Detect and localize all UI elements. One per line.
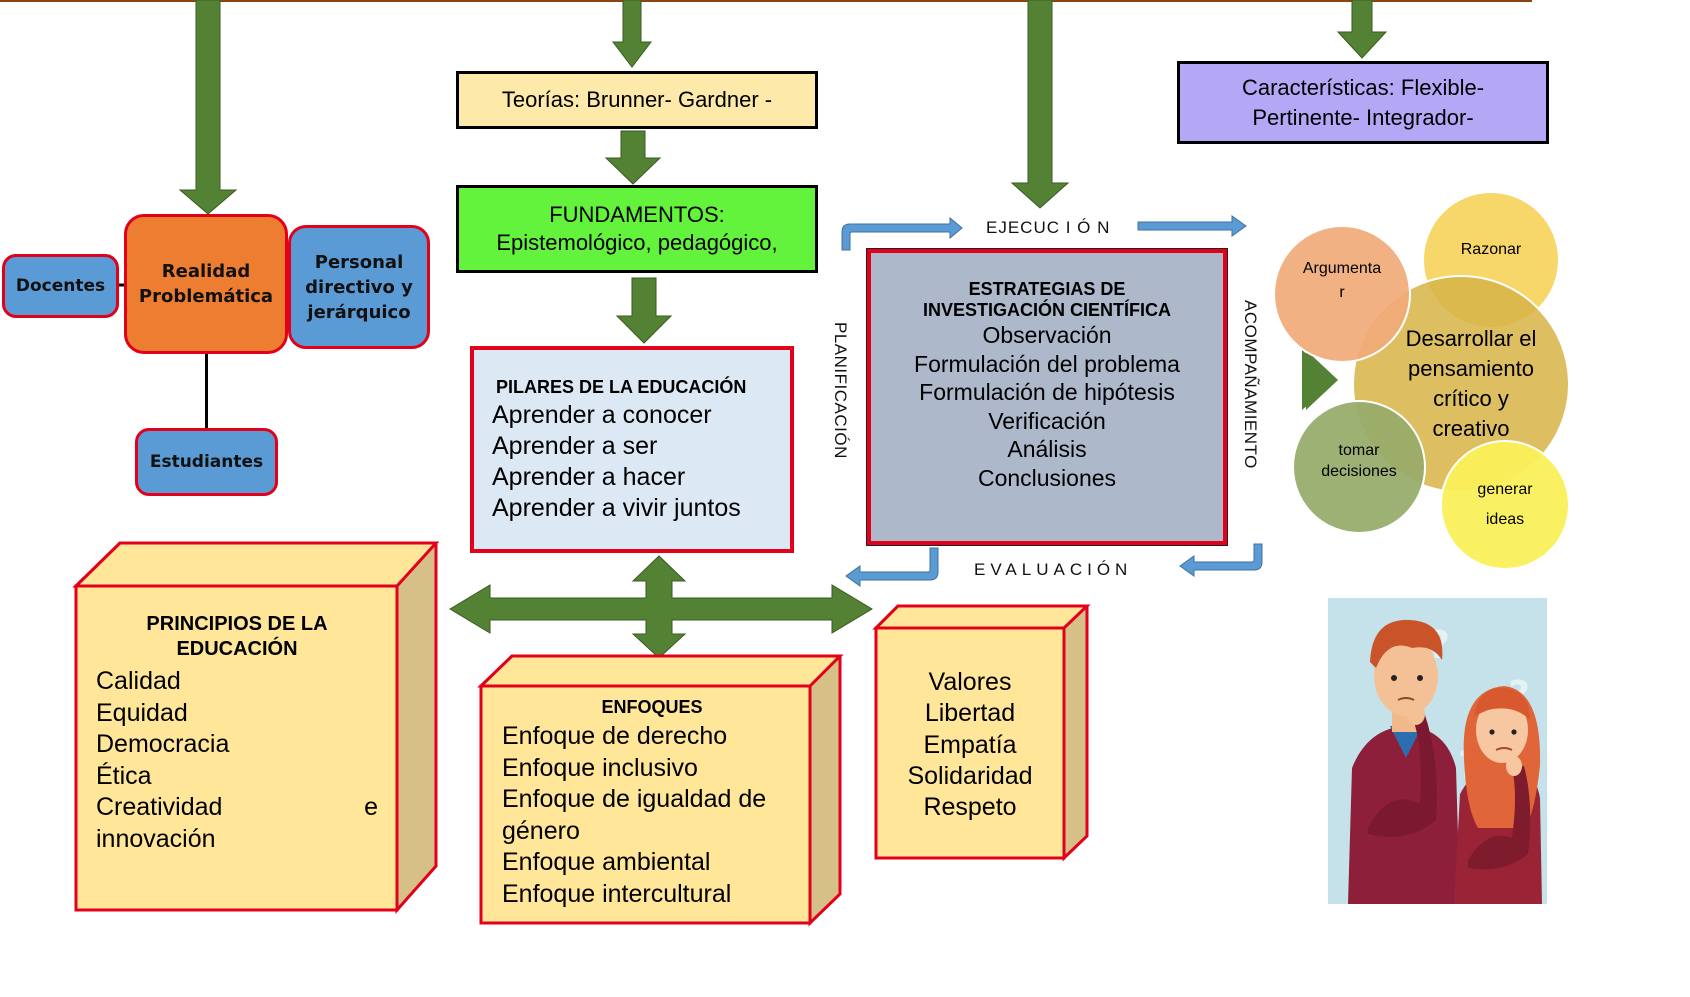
cycle-arrows bbox=[841, 215, 1263, 587]
principios-item: Ética bbox=[96, 761, 152, 790]
pilares-item: Aprender a conocer bbox=[492, 401, 712, 429]
arrow-right-circles-tail bbox=[1302, 362, 1310, 398]
cube-enfoques bbox=[477, 654, 844, 927]
principios-creatividad: Creatividad bbox=[96, 793, 223, 821]
principios-item: innovación bbox=[96, 824, 216, 853]
generar-line-2: ideas bbox=[1485, 511, 1525, 528]
enfoques-title: ENFOQUES bbox=[601, 697, 703, 717]
arrow-down-teorias bbox=[611, 0, 653, 68]
pilares-item: Aprender a vivir juntos bbox=[492, 494, 741, 522]
valores-item: Respeto bbox=[923, 793, 1017, 822]
razonar-text: Razonar bbox=[1460, 241, 1522, 258]
circle-generar-ideas: generar ideas bbox=[1440, 440, 1570, 570]
valores-item: Libertad bbox=[924, 699, 1016, 728]
personal-line-3: jerárquico bbox=[307, 301, 411, 323]
realidad-problematica-box: Realidad Problemática bbox=[124, 214, 288, 354]
realidad-line-2: Problemática bbox=[138, 286, 274, 307]
estudiantes-text: Estudiantes bbox=[149, 451, 264, 472]
arrow-down-pilares bbox=[615, 277, 673, 344]
main-line-2: pensamiento bbox=[1408, 356, 1534, 381]
principios-item-creatividad: Creatividad e bbox=[96, 792, 378, 824]
tomar-line-1: tomar bbox=[1338, 442, 1380, 459]
arrow-ejecucion bbox=[1137, 215, 1247, 237]
valores-item: Empatía bbox=[923, 730, 1017, 759]
cube-valores bbox=[872, 604, 1091, 862]
principios-title-2: EDUCACIÓN bbox=[176, 638, 298, 660]
pilares-item: Aprender a ser bbox=[492, 432, 658, 460]
enfoques-item: Enfoque ambiental bbox=[502, 848, 711, 876]
valores-item: Solidaridad bbox=[907, 761, 1033, 790]
argumentar-line-2: r bbox=[1339, 284, 1345, 301]
argumentar-line-1: Argumenta bbox=[1302, 260, 1382, 277]
evaluacion-label: EVALUACIÓN bbox=[974, 560, 1133, 579]
arrow-right-circles-head bbox=[1302, 350, 1338, 410]
estrategias-item: Formulación del problema bbox=[914, 350, 1180, 377]
teorias-box: Teorías: Brunner- Gardner - bbox=[456, 71, 818, 129]
caracteristicas-line-2: Pertinente- Integrador- bbox=[1252, 104, 1474, 130]
circle-tomar-decisiones: tomar decisiones bbox=[1292, 400, 1426, 534]
estrategias-title-2: INVESTIGACIÓN CIENTÍFICA bbox=[922, 300, 1171, 320]
teorias-text: Teorías: Brunner- Gardner - bbox=[501, 87, 773, 112]
caracteristicas-line-1: Características: Flexible- bbox=[1241, 74, 1485, 100]
realidad-line-1: Realidad bbox=[161, 261, 251, 282]
pilares-box: PILARES DE LA EDUCACIÓN Aprender a conoc… bbox=[470, 346, 794, 553]
enfoques-content: ENFOQUES Enfoque de derecho Enfoque incl… bbox=[502, 697, 802, 910]
principios-title-1: PRINCIPIOS DE LA bbox=[146, 613, 328, 635]
estrategias-item: Análisis bbox=[1007, 436, 1087, 462]
fundamentos-line-1: FUNDAMENTOS: bbox=[549, 202, 725, 227]
fundamentos-box: FUNDAMENTOS: Epistemológico, pedagógico, bbox=[456, 185, 818, 273]
estrategias-box: ESTRATEGIAS DE INVESTIGACIÓN CIENTÍFICA … bbox=[866, 248, 1228, 546]
enfoques-item: Enfoque intercultural bbox=[502, 879, 732, 908]
estrategias-item: Conclusiones bbox=[977, 464, 1117, 491]
enfoques-item: Enfoque de igualdad de bbox=[502, 785, 767, 813]
valores-content: Valores Libertad Empatía Solidaridad Res… bbox=[878, 667, 1062, 823]
arrow-planificacion bbox=[841, 216, 963, 251]
tomar-line-2: decisiones bbox=[1321, 463, 1397, 480]
fundamentos-line-2: Epistemológico, pedagógico, bbox=[496, 230, 778, 255]
personal-line-1: Personal bbox=[314, 251, 404, 273]
docentes-text: Docentes bbox=[15, 275, 106, 296]
personal-directivo-box: Personal directivo y jerárquico bbox=[288, 225, 430, 349]
main-line-1: Desarrollar el bbox=[1405, 326, 1537, 351]
circle-argumentar: Argumenta r bbox=[1273, 225, 1411, 363]
caracteristicas-box: Características: Flexible- Pertinente- I… bbox=[1177, 61, 1549, 144]
main-line-4: creativo bbox=[1432, 416, 1510, 441]
docentes-box: Docentes bbox=[2, 254, 119, 318]
concept-map: Teorías: Brunner- Gardner - Característi… bbox=[0, 0, 1570, 927]
thinking-people-illustration: ???? bbox=[1328, 598, 1547, 904]
principios-item: Calidad bbox=[96, 667, 181, 695]
main-line-3: crítico y bbox=[1433, 386, 1509, 411]
estrategias-item: Formulación de hipótesis bbox=[919, 379, 1175, 405]
generar-line-1: generar bbox=[1477, 481, 1533, 498]
connector-layer bbox=[0, 0, 1532, 927]
estrategias-item: Verificación bbox=[988, 407, 1106, 434]
estrategias-item: Observación bbox=[982, 322, 1112, 348]
principios-item: Democracia bbox=[96, 730, 230, 758]
arrow-down-estrategias bbox=[1010, 0, 1070, 209]
acompanamiento-label: ACOMPAÑAMIENTO bbox=[1241, 300, 1260, 469]
link-estudiantes bbox=[205, 354, 208, 428]
principios-content: PRINCIPIOS DE LA EDUCACIÓN Calidad Equid… bbox=[96, 612, 378, 855]
enfoques-item: género bbox=[502, 816, 580, 845]
arrow-down-realidad bbox=[178, 0, 238, 215]
arrow-evaluacion bbox=[1179, 543, 1263, 577]
estrategias-title-1: ESTRATEGIAS DE bbox=[968, 279, 1126, 299]
pilares-title: PILARES DE LA EDUCACIÓN bbox=[496, 377, 747, 397]
valores-item: Valores bbox=[928, 668, 1012, 696]
thinking-people-image: ???? bbox=[1328, 598, 1547, 904]
enfoques-item: Enfoque inclusivo bbox=[502, 753, 698, 782]
personal-line-2: directivo y bbox=[305, 276, 413, 298]
principios-item: Equidad bbox=[96, 698, 188, 727]
four-way-arrow bbox=[449, 555, 873, 659]
arrow-down-fundamentos bbox=[604, 130, 662, 185]
ejecucion-label: EJECUC I Ó N bbox=[986, 218, 1111, 237]
estudiantes-box: Estudiantes bbox=[135, 428, 278, 496]
cube-principios bbox=[72, 541, 440, 914]
enfoques-item: Enfoque de derecho bbox=[502, 722, 728, 750]
planificacion-label: PLANIFICACIÓN bbox=[831, 322, 850, 459]
principios-e: e bbox=[364, 793, 378, 821]
arrow-back-planificacion bbox=[845, 547, 939, 587]
pilares-item: Aprender a hacer bbox=[492, 463, 686, 491]
arrow-down-caracteristicas bbox=[1336, 0, 1388, 59]
